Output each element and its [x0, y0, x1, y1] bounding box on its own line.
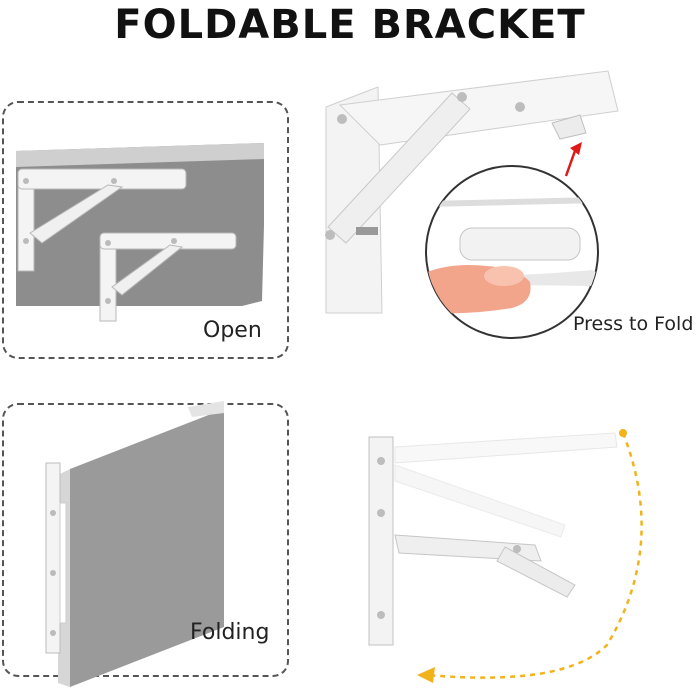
fingernail — [484, 266, 524, 286]
open-label: Open — [203, 318, 262, 343]
hinge-pin — [356, 227, 378, 235]
bracket-tip — [188, 401, 224, 417]
board-face — [70, 409, 224, 687]
arc-arrowhead — [417, 667, 435, 683]
rivet — [377, 611, 385, 619]
arc-start-dot — [619, 429, 627, 437]
rivet — [325, 230, 335, 240]
folding-label: Folding — [190, 620, 270, 645]
rivet — [377, 457, 385, 465]
red-arrow-up-icon — [564, 142, 582, 177]
folded-bracket — [45, 462, 67, 654]
page-title: FOLDABLE BRACKET — [114, 2, 586, 48]
folded-shelf-illustration — [45, 401, 224, 687]
release-tab — [551, 114, 587, 140]
rivet — [457, 92, 467, 102]
left-bracket — [17, 168, 187, 272]
folding-motion-illustration — [368, 429, 643, 683]
bracket-closeup-illustration — [325, 70, 619, 314]
rivet — [515, 102, 525, 112]
right-bracket — [99, 232, 237, 322]
arm-ghost — [394, 432, 618, 464]
open-shelf-illustration — [16, 143, 264, 322]
bracket-diagonal-brace — [327, 92, 471, 244]
brace-ghost — [394, 464, 566, 538]
release-button — [459, 227, 581, 261]
rivet — [513, 545, 521, 553]
press-inset-illustration — [425, 165, 599, 339]
brace-lower — [496, 546, 576, 598]
press-to-fold-label: Press to Fold — [573, 313, 694, 335]
bracket-horizontal-arm — [338, 70, 619, 146]
shelf-top — [16, 143, 264, 167]
bracket-vertical — [368, 436, 394, 646]
curved-dashed-arrow-icon — [426, 432, 643, 679]
rivet — [337, 114, 347, 124]
rivet — [377, 509, 385, 517]
